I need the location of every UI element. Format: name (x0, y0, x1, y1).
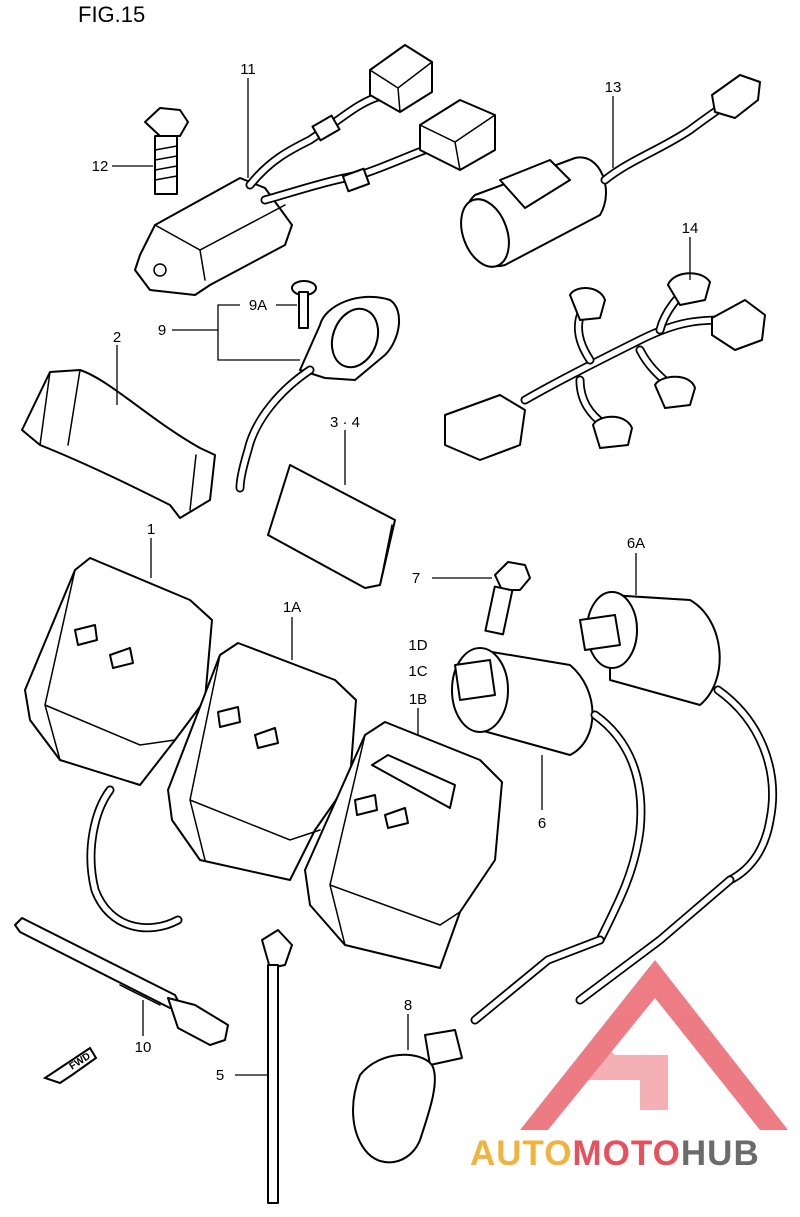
callout-3-4: 3 · 4 (330, 414, 360, 431)
part-11-control-unit (134, 44, 496, 296)
callout-11: 11 (240, 61, 256, 78)
part-3-4-pad (267, 464, 396, 589)
callout-1: 1 (147, 521, 155, 538)
callout-14: 14 (682, 220, 699, 237)
part-12-bolt (144, 107, 189, 195)
callout-1c: 1C (408, 663, 427, 680)
callout-10: 10 (135, 1039, 152, 1056)
watermark-auto: AUTO (470, 1134, 573, 1173)
callout-6a: 6A (627, 535, 645, 552)
figure-title: FIG.15 (78, 2, 146, 27)
callout-1d: 1D (408, 637, 427, 654)
part-6a-ignition-coil (575, 591, 778, 1005)
part-1b-cdi-unit (304, 721, 503, 969)
part-1-cdi-unit (24, 557, 213, 933)
part-9-clamp (235, 295, 401, 493)
part-6-ignition-coil (451, 647, 646, 1025)
callout-9: 9 (158, 322, 166, 339)
fwd-arrow-icon: FWD (42, 1046, 98, 1085)
part-7-bolt (484, 561, 531, 636)
callout-9a: 9A (249, 297, 267, 314)
part-14-wire-harness (444, 272, 766, 461)
callout-13: 13 (605, 79, 622, 96)
watermark-text: AUTOMOTOHUB (470, 1134, 760, 1174)
watermark-logo-icon (520, 960, 788, 1130)
callout-6: 6 (538, 815, 546, 832)
part-1a-cdi-unit (167, 642, 357, 881)
part-10-cable-tie (14, 917, 229, 1046)
callout-5: 5 (216, 1067, 224, 1084)
callout-12: 12 (92, 158, 109, 175)
callout-1a: 1A (283, 599, 301, 616)
callout-8: 8 (404, 997, 412, 1014)
watermark-hub: HUB (680, 1134, 760, 1173)
part-2-strap (21, 369, 216, 519)
callout-2: 2 (113, 329, 121, 346)
part-8-plug-cap (352, 1029, 463, 1164)
part-5-band-clamp (261, 929, 293, 1204)
callout-7: 7 (412, 570, 420, 587)
callout-1b: 1B (409, 691, 427, 708)
watermark-moto: MOTO (572, 1134, 681, 1173)
part-13-condenser (460, 74, 761, 268)
part-9a-screw (291, 280, 317, 329)
